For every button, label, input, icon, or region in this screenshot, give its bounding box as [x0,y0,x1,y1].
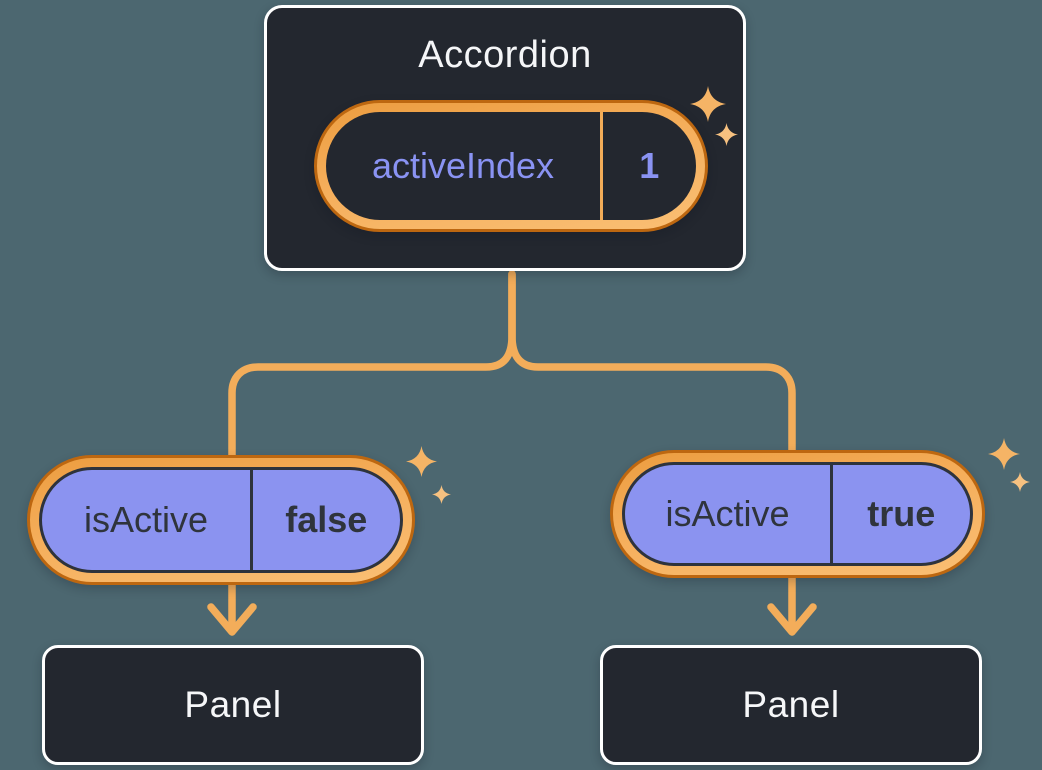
prop-name-right: isActive [665,493,790,534]
connector-branch-right [508,270,796,635]
sparkle-icon [988,438,1038,498]
prop-pill-left: isActive false [27,455,415,585]
prop-value-left: false [285,499,368,540]
panel-node-right: Panel [600,645,982,765]
prop-value-right: true [867,493,936,534]
sparkle-icon [688,86,740,150]
prop-name-left: isActive [83,499,209,540]
state-value: 1 [639,145,660,186]
panel-label-left: Panel [184,684,282,725]
state-pill: activeIndex 1 [314,100,708,232]
arrowhead-left-icon [207,603,257,636]
state-name: activeIndex [371,145,555,186]
sparkle-icon [406,446,456,506]
pill-divider [600,112,603,220]
arrowhead-right-icon [767,603,817,636]
prop-pill-right: isActive true [610,450,985,578]
panel-label-right: Panel [742,684,840,725]
panel-node-left: Panel [42,645,424,765]
pill-divider [830,465,833,563]
pill-divider [250,470,253,570]
accordion-title: Accordion [418,34,592,76]
